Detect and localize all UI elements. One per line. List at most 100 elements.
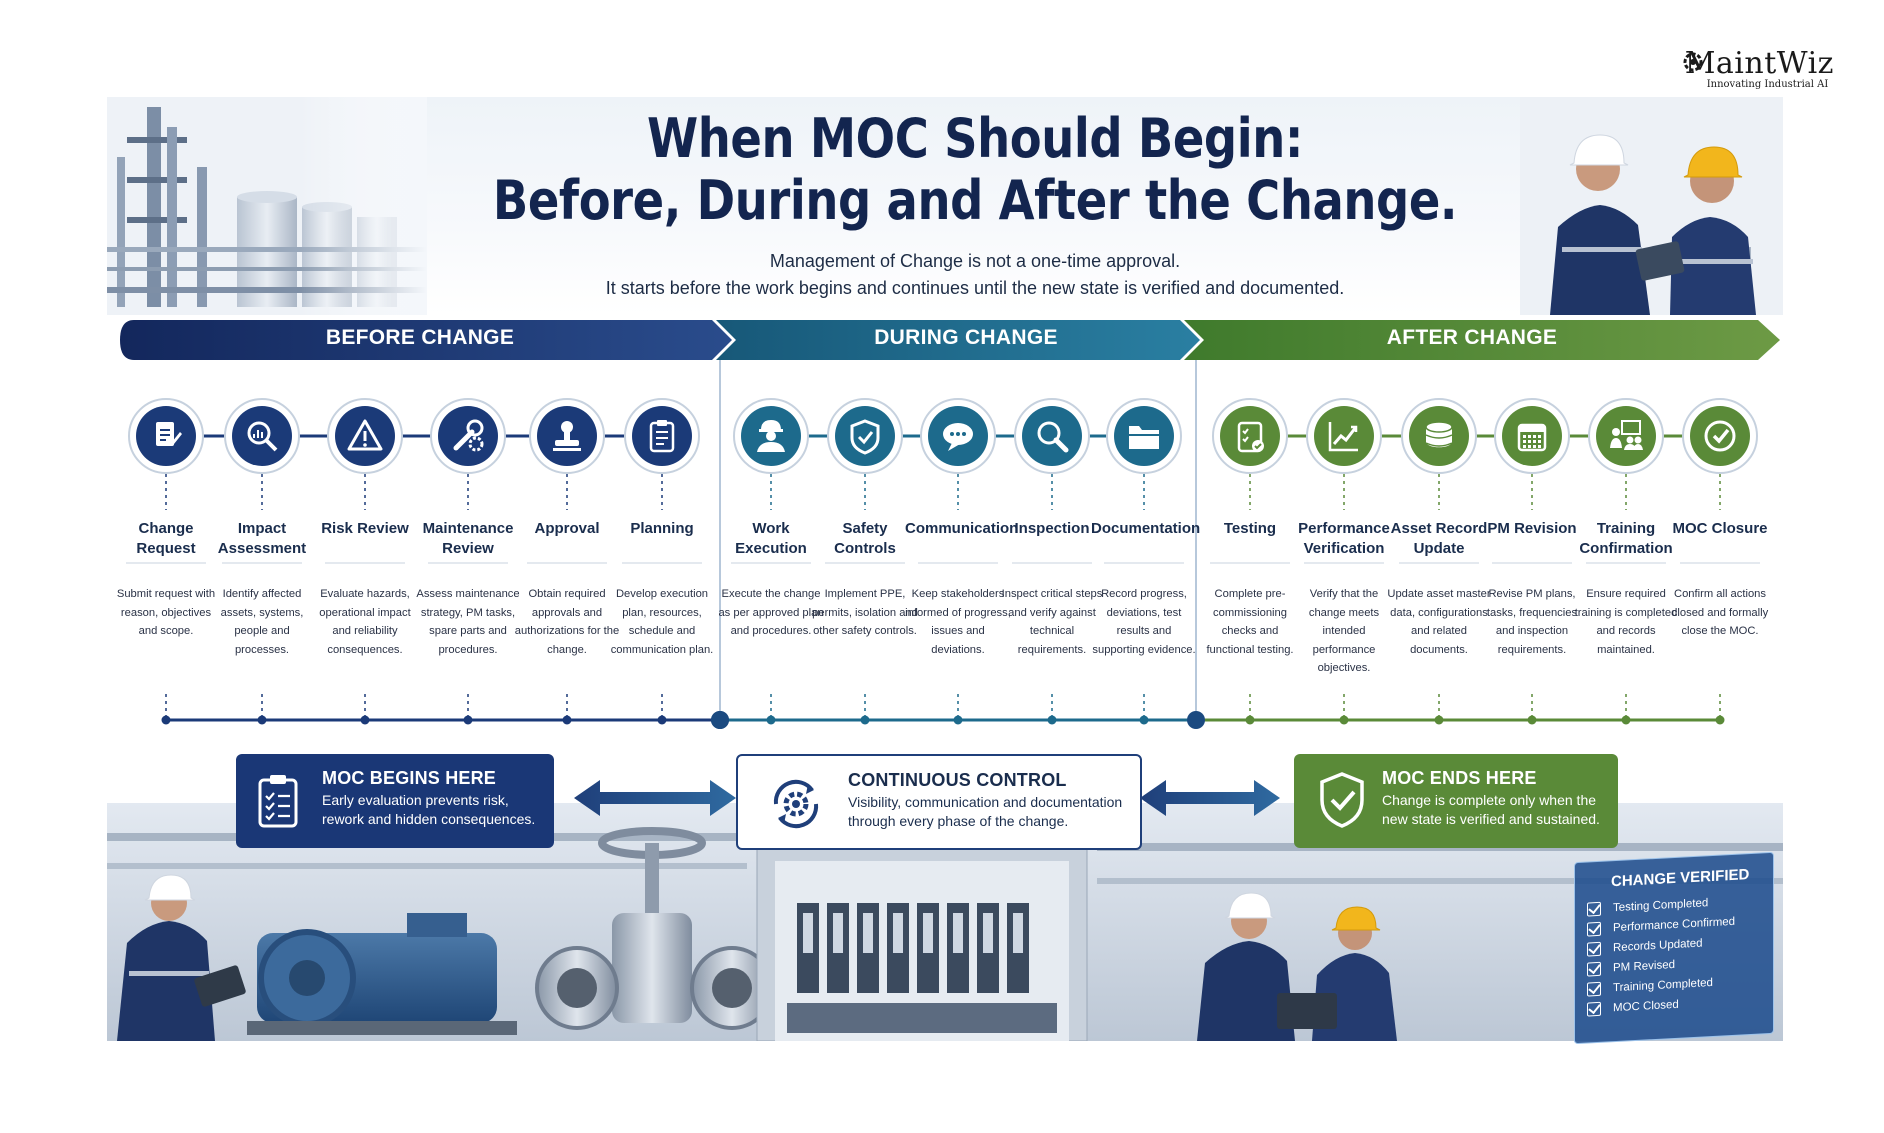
page-title: When MOC Should Begin: Before, During an… (481, 108, 1470, 232)
step-node (1212, 398, 1288, 725)
step-node (327, 398, 403, 725)
title-line-2: Before, During and After the Change. (492, 169, 1458, 232)
clipboard-icon (649, 420, 675, 453)
shield-check-icon (850, 419, 880, 455)
step-name: Safety Controls (834, 520, 896, 557)
timeline-marker (1047, 715, 1057, 725)
step-name: Work Execution (735, 520, 807, 557)
step-name: Risk Review (321, 520, 409, 537)
folder-icon (1129, 426, 1159, 449)
step-name: MOC Closure (1672, 520, 1768, 537)
step-node (430, 398, 506, 725)
step-name: PM Revision (1487, 520, 1577, 537)
step-node (1682, 398, 1758, 725)
verified-item-label: Records Updated (1613, 937, 1703, 955)
callout-ends-body-2: new state is verified and sustained. (1382, 811, 1600, 827)
step-description: Confirm all actions closed and formally … (1671, 588, 1769, 638)
timeline-marker (766, 715, 776, 725)
timeline-marker (360, 715, 370, 725)
step-node (1494, 398, 1570, 725)
timeline-marker (860, 715, 870, 725)
callout-control-title: CONTINUOUS CONTROL (848, 770, 1067, 790)
step-description: Develop execution plan, resources, sched… (610, 588, 714, 656)
checkbox-checked-icon (1587, 961, 1601, 977)
verified-title: CHANGE VERIFIED (1611, 866, 1750, 891)
callout-moc-ends: MOC ENDS HERE Change is complete only wh… (1294, 754, 1618, 848)
step-description: Keep stakeholders informed of progress, … (905, 588, 1011, 656)
phase-label-after: AFTER CHANGE (1386, 326, 1558, 349)
step-node (1401, 398, 1477, 725)
timeline-marker (1715, 715, 1725, 725)
engineers-illustration (1520, 97, 1783, 315)
phase-label-during: DURING CHANGE (874, 326, 1058, 349)
timeline-marker (657, 715, 667, 725)
calendar-icon (1517, 423, 1547, 452)
step-name: Planning (630, 520, 694, 537)
brand-tagline: Innovating Industrial AI (1706, 79, 1829, 90)
verified-item-label: Testing Completed (1613, 897, 1709, 915)
step-description: Implement PPE, permits, isolation and ot… (812, 588, 918, 638)
database-icon (1425, 421, 1453, 449)
step-name: Change Request (136, 520, 196, 557)
timeline-marker (463, 715, 473, 725)
callout-begins-body-2: rework and hidden consequences. (322, 811, 536, 827)
checkbox-checked-icon (1587, 901, 1601, 917)
document-edit-icon (156, 422, 182, 446)
subtitle-line-2: It starts before the work begins and con… (605, 278, 1345, 298)
checklist-icon (1237, 421, 1264, 453)
callout-begins-title: MOC BEGINS HERE (322, 768, 497, 788)
callout-control-body-1: Visibility, communication and documentat… (848, 794, 1123, 810)
step-description: Complete pre-commissioning checks and fu… (1206, 588, 1294, 656)
callout-moc-begins: MOC BEGINS HERE Early evaluation prevent… (236, 754, 554, 848)
step-description: Inspect critical steps and verify agains… (1001, 588, 1103, 656)
title-line-1: When MOC Should Begin: (647, 107, 1303, 170)
step-name: Approval (534, 520, 600, 537)
callout-begins-body-1: Early evaluation prevents risk, (322, 792, 509, 808)
chat-icon (943, 423, 973, 451)
step-description: Obtain required approvals and authorizat… (514, 588, 620, 656)
step-node (128, 398, 204, 725)
checkbox-checked-icon (1587, 941, 1601, 957)
wrench-gear-icon (453, 419, 484, 452)
step-node (1306, 398, 1382, 725)
magnifier-icon (1037, 421, 1069, 453)
cycle-gear-icon (773, 779, 819, 829)
step-description: Execute the change as per approved plan … (718, 588, 824, 638)
callout-continuous-control: CONTINUOUS CONTROL Visibility, communica… (736, 754, 1142, 850)
timeline-axis (164, 711, 1720, 729)
phase-boundary-node (1187, 711, 1205, 729)
step-node (1014, 398, 1090, 725)
step-name: Asset Record Update (1390, 520, 1488, 557)
step-node (529, 398, 605, 725)
timeline-marker (161, 715, 171, 725)
step-name: Maintenance Review (422, 520, 514, 557)
step-node (224, 398, 300, 725)
timeline-marker (1139, 715, 1149, 725)
step-node (920, 398, 996, 725)
step-description: Assess maintenance strategy, PM tasks, s… (416, 588, 520, 656)
step-name: Documentation (1091, 520, 1201, 537)
step-name: Testing (1223, 520, 1277, 537)
step-name: Training Confirmation (1579, 520, 1673, 557)
verified-item-label: Performance Confirmed (1613, 915, 1736, 935)
timeline-marker (1339, 715, 1349, 725)
timeline-marker (1527, 715, 1537, 725)
timeline-marker (1621, 715, 1631, 725)
warning-icon (347, 419, 383, 451)
verified-item-label: MOC Closed (1613, 998, 1679, 1015)
brand-name: MaintWiz (1684, 46, 1834, 81)
step-name: Communication (905, 520, 1019, 537)
step-description: Record progress, deviations, test result… (1092, 588, 1196, 656)
callout-control-body-2: through every phase of the change. (848, 813, 1069, 829)
step-description: Update asset master data, configurations… (1387, 588, 1491, 656)
checkbox-checked-icon (1587, 981, 1601, 997)
step-description: Ensure required training is completed an… (1574, 588, 1678, 656)
step-name: Impact Assessment (217, 520, 307, 557)
checkbox-checked-icon (1587, 1001, 1601, 1017)
page-subtitle: Management of Change is not a one-time a… (400, 248, 1550, 302)
phase-label-before: BEFORE CHANGE (325, 326, 515, 349)
check-circle-icon (1704, 420, 1736, 452)
callout-ends-body-1: Change is complete only when the (1382, 792, 1597, 808)
